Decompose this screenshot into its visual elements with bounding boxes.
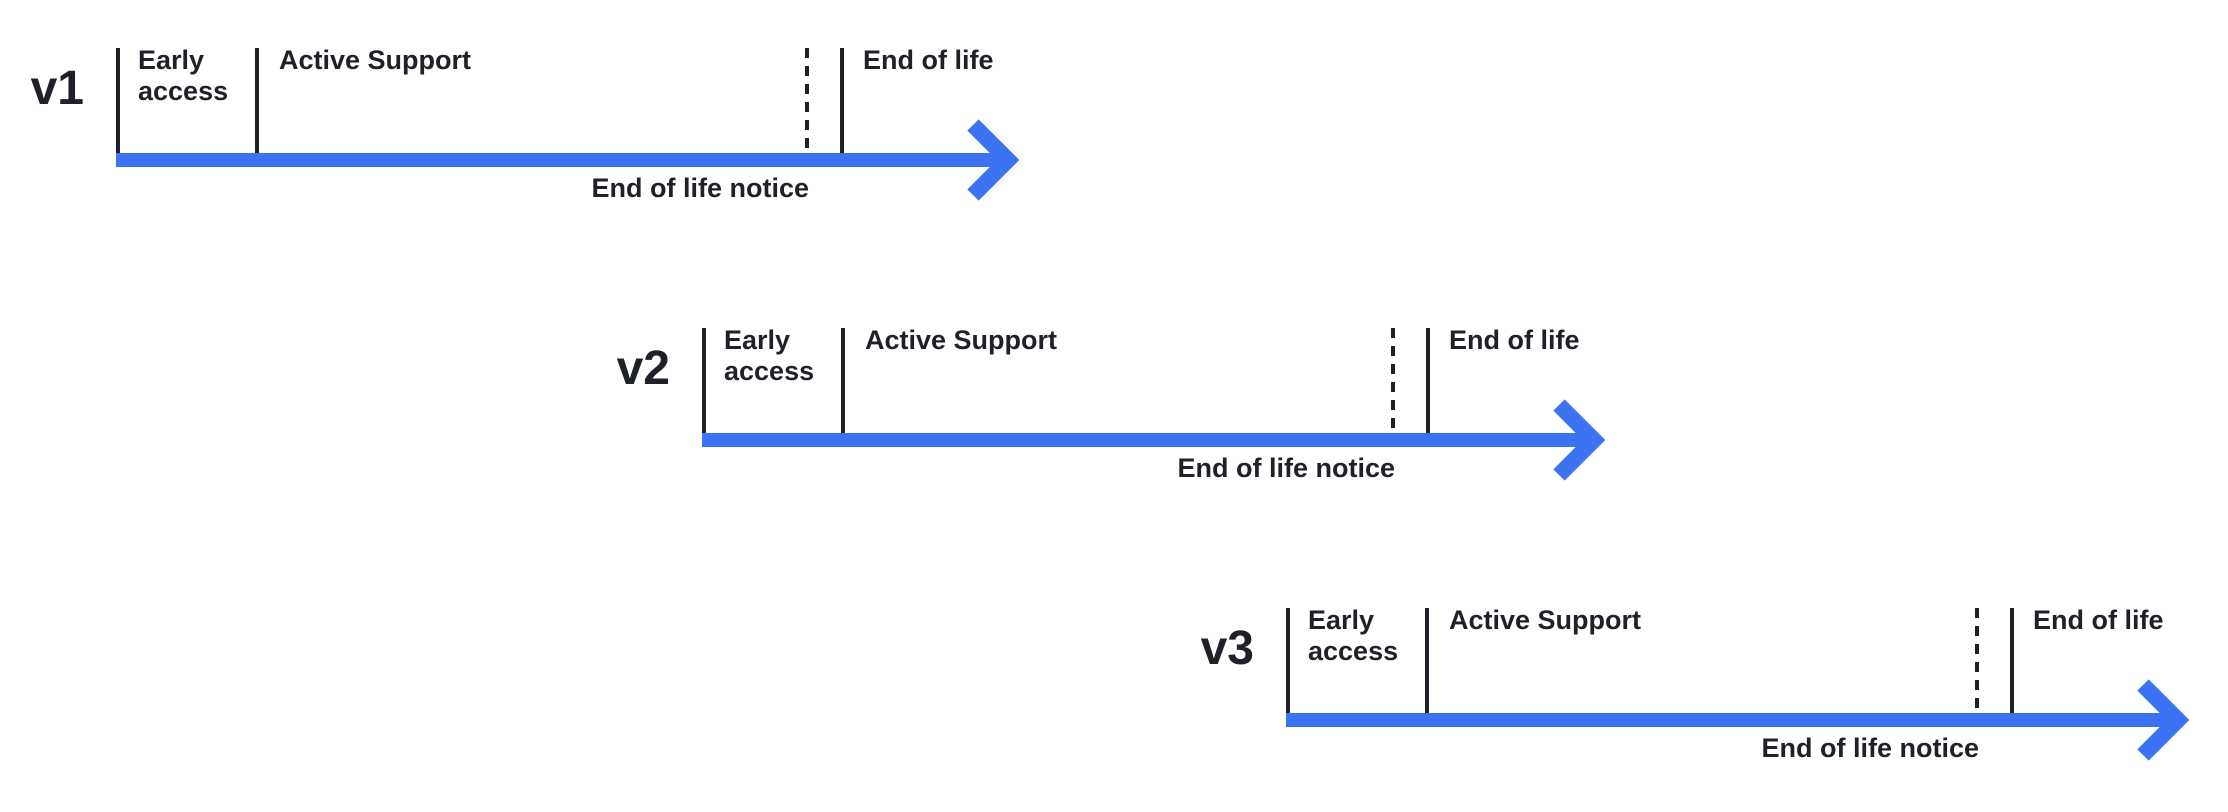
timeline-graphic [116, 48, 1020, 201]
end-of-life-notice-label: End of life notice [1761, 733, 1979, 763]
early-access-label: Early access [138, 45, 229, 106]
timeline-arrowhead [1553, 399, 1606, 481]
end-of-life-notice-label: End of life notice [591, 173, 809, 203]
early-access-label: Early access [724, 325, 815, 386]
timeline-arrowhead [2137, 679, 2190, 761]
end-of-life-label: End of life [2033, 605, 2164, 635]
timeline-v3: v3 Early access Active Support End of li… [1201, 605, 2228, 778]
timeline-v2: v2 Early access Active Support End of li… [617, 325, 1664, 498]
end-of-life-label: End of life [863, 45, 994, 75]
version-label: v3 [1200, 622, 1254, 675]
active-support-label: Active Support [279, 45, 472, 75]
active-support-label: Active Support [865, 325, 1058, 355]
timeline-graphic [702, 328, 1606, 481]
end-of-life-notice-label: End of life notice [1177, 453, 1395, 483]
timeline-graphic [1286, 608, 2190, 761]
active-support-label: Active Support [1449, 605, 1642, 635]
version-label: v1 [30, 62, 84, 115]
version-label: v2 [616, 342, 670, 395]
timeline-arrowhead [967, 119, 1020, 201]
early-access-label: Early access [1308, 605, 1399, 666]
end-of-life-label: End of life [1449, 325, 1580, 355]
timeline-v1: v1 Early access Active Support End of li… [31, 45, 1078, 218]
